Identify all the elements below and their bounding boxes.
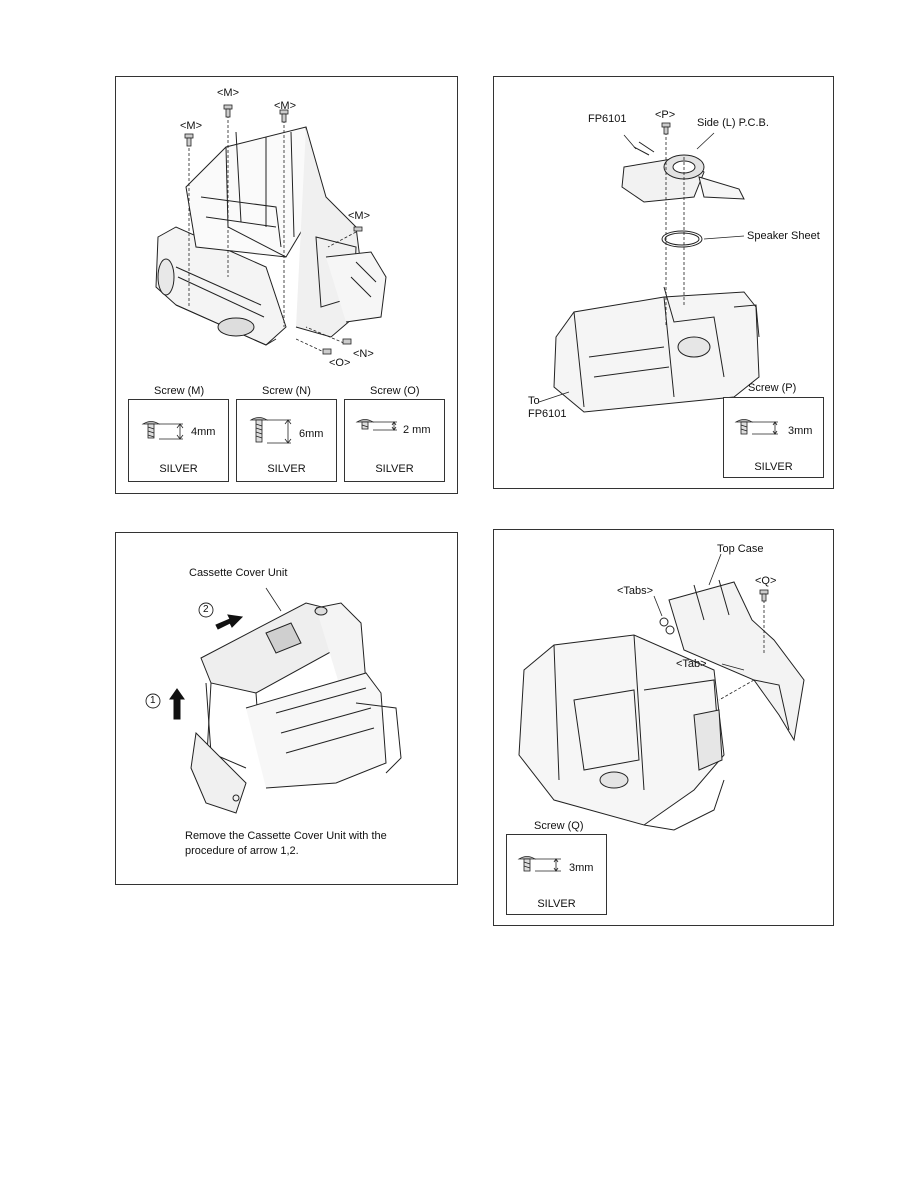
screw-finish-o: SILVER	[375, 463, 414, 475]
arrow-1-icon	[169, 688, 185, 720]
screw-title-q: Screw (Q)	[534, 820, 584, 832]
screw-size-p: 3mm	[788, 425, 813, 437]
screw-spec-box-m: 4mm SILVER	[128, 399, 229, 482]
callout-o: <O>	[329, 357, 351, 369]
step-1-label: 1	[150, 695, 156, 706]
screw-size-n: 6mm	[299, 428, 324, 440]
screw-icon	[141, 421, 184, 440]
top-case-illustration	[518, 553, 805, 831]
cassette-cover-removal-panel: Cassette Cover Unit 2 1 Remove the Casse…	[115, 532, 458, 885]
screw-title-o: Screw (O)	[370, 385, 420, 397]
screw-spec-box-o: 2 mm SILVER	[344, 399, 445, 482]
callout-cassette-cover-unit: Cassette Cover Unit	[189, 567, 288, 579]
screw-removal-panel-m-n-o: <M> <M> <M> <M> <N> <O> Screw (M) 4mm SI…	[115, 76, 458, 494]
callout-m-side: <M>	[348, 210, 371, 222]
callout-top-case: Top Case	[717, 543, 764, 555]
screw-size-o: 2 mm	[403, 424, 431, 436]
screw-spec-box-n: 6mm SILVER	[236, 399, 337, 482]
callout-tabs: <Tabs>	[617, 585, 654, 597]
callout-speaker-sheet: Speaker Sheet	[747, 230, 820, 242]
callout-m-left: <M>	[180, 120, 203, 132]
screw-spec-box-p: 3mm SILVER	[723, 397, 824, 478]
screw-finish-q: SILVER	[537, 898, 576, 910]
callout-fp6101: FP6101	[588, 113, 627, 125]
screw-icon	[517, 856, 561, 872]
arrow-2-icon	[215, 614, 244, 630]
screw-icon	[355, 419, 397, 431]
callout-m-center: <M>	[217, 87, 240, 99]
callout-tab: <Tab>	[676, 658, 707, 670]
callout-n: <N>	[353, 348, 374, 360]
camera-body-illustration	[155, 104, 387, 355]
screw-title-m: Screw (M)	[154, 385, 205, 397]
cassette-cover-illustration	[145, 587, 402, 814]
top-case-removal-panel: Top Case <Tabs> <Q> <Tab> Screw (Q) 3mm …	[493, 529, 834, 926]
callout-m-right: <M>	[274, 100, 297, 112]
screw-spec-box-q: 3mm SILVER	[506, 834, 607, 915]
side-pcb-illustration	[538, 122, 760, 413]
screw-title-n: Screw (N)	[262, 385, 311, 397]
callout-q: <Q>	[755, 575, 777, 587]
screw-icon	[734, 419, 778, 435]
screw-finish-p: SILVER	[754, 461, 793, 473]
side-pcb-removal-panel: FP6101 <P> Side (L) P.C.B. Speaker Sheet…	[493, 76, 834, 489]
step-2-label: 2	[203, 604, 209, 615]
callout-p: <P>	[655, 109, 676, 121]
instruction-line-2: procedure of arrow 1,2.	[185, 845, 299, 857]
screw-size-q: 3mm	[569, 862, 594, 874]
callout-to: To	[528, 395, 540, 407]
screw-finish-n: SILVER	[267, 463, 306, 475]
callout-side-pcb: Side (L) P.C.B.	[697, 117, 769, 129]
instruction-line-1: Remove the Cassette Cover Unit with the	[185, 830, 387, 842]
callout-to-fp6101: FP6101	[528, 408, 567, 420]
screw-size-m: 4mm	[191, 426, 216, 438]
screw-icon	[249, 417, 292, 444]
screw-finish-m: SILVER	[159, 463, 198, 475]
screw-title-p: Screw (P)	[748, 382, 797, 394]
